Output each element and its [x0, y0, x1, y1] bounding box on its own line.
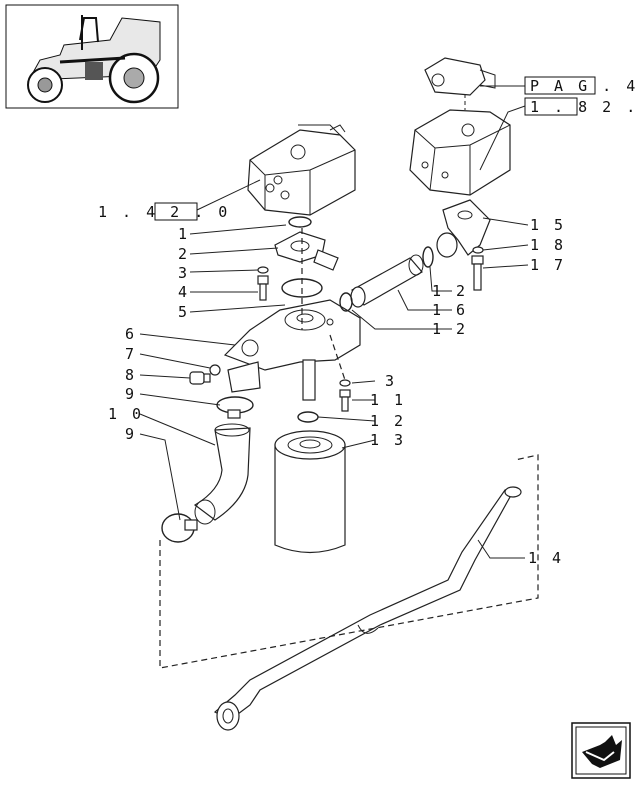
label-ref-pag-4: P A G . 4 — [530, 77, 636, 95]
label-part-10: 1 0 — [108, 405, 144, 423]
label-part-4: 4 — [178, 283, 190, 301]
o-ring-12b — [339, 292, 353, 312]
o-ring-12c — [297, 411, 319, 423]
label-part-14: 1 4 — [528, 549, 564, 567]
ref-box-pag — [524, 76, 596, 95]
assembly-boundary — [159, 454, 539, 669]
label-part-3b: 3 — [385, 372, 397, 390]
label-part-7: 7 — [125, 345, 137, 363]
filter-head-6 — [223, 299, 361, 393]
label-part-11: 1 1 — [370, 391, 406, 409]
label-part-18: 1 8 — [530, 236, 566, 254]
label-part-12a: 1 2 — [432, 282, 468, 300]
centerline-washer3 — [329, 334, 346, 381]
bolt-4 — [257, 275, 269, 301]
label-part-13: 1 3 — [370, 431, 406, 449]
label-part-17: 1 7 — [530, 256, 566, 274]
tube-16 — [350, 254, 424, 308]
next-page-arrow-icon[interactable] — [571, 722, 631, 779]
leader-lines — [139, 85, 529, 559]
ref-box-1-42-0 — [154, 202, 198, 221]
label-ref-1-82-3: 1 . 8 2 . 3 — [530, 98, 636, 116]
label-part-9a: 9 — [125, 385, 137, 403]
clamp-9b — [161, 513, 198, 543]
filter-cartridge-13 — [274, 430, 346, 554]
hose-10 — [193, 423, 251, 525]
washer-7 — [209, 364, 221, 376]
o-ring-12a — [422, 246, 434, 268]
washer-3 — [257, 266, 269, 274]
label-part-16: 1 6 — [432, 301, 468, 319]
clamp-9a — [216, 396, 254, 419]
washer-3b — [339, 379, 351, 387]
stem-tube — [302, 359, 316, 401]
plug-8 — [189, 371, 211, 385]
label-part-9b: 9 — [125, 425, 137, 443]
label-part-15: 1 5 — [530, 216, 566, 234]
label-part-2: 2 — [178, 245, 190, 263]
label-ref-1-42-0: 1 . 4 2 . 0 — [98, 203, 230, 221]
bolt-17 — [471, 255, 484, 291]
suction-pipe-14 — [213, 486, 522, 731]
label-part-1: 1 — [178, 225, 190, 243]
hydraulic-pump-left — [247, 124, 356, 216]
label-part-3: 3 — [178, 264, 190, 282]
bolt-11 — [339, 389, 351, 412]
label-part-6: 6 — [125, 325, 137, 343]
o-ring-1 — [288, 216, 312, 228]
label-part-12c: 1 2 — [370, 412, 406, 430]
flange-2 — [274, 231, 339, 271]
label-part-5: 5 — [178, 303, 190, 321]
hydraulic-pump-right — [409, 57, 511, 196]
label-part-8: 8 — [125, 366, 137, 384]
label-part-12b: 1 2 — [432, 320, 468, 338]
washer-18 — [472, 246, 484, 254]
ref-box-1-82-3 — [524, 97, 578, 116]
tractor-thumbnail — [5, 4, 179, 109]
